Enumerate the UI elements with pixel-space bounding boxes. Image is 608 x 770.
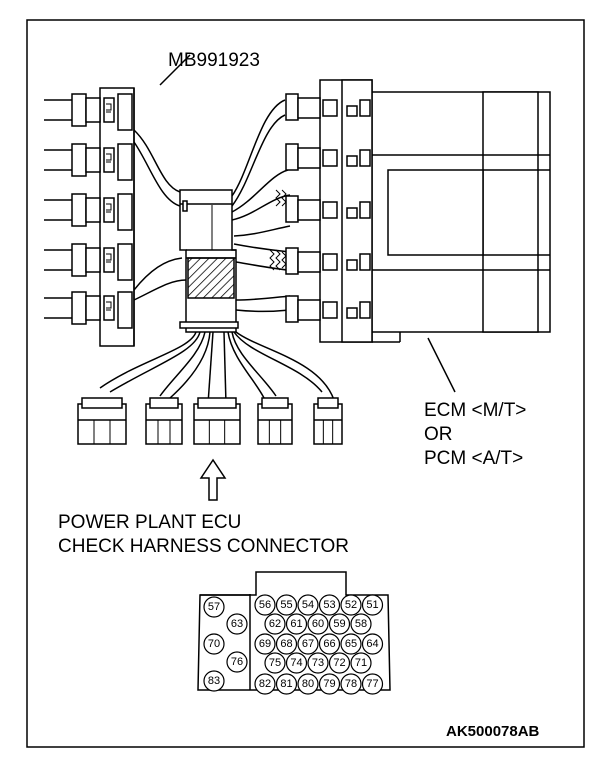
- pin-68: 68: [275, 633, 298, 655]
- pin-59: 59: [328, 613, 351, 635]
- svg-text:65: 65: [345, 638, 357, 650]
- pigtail-connectors: [77, 397, 343, 445]
- ecm-label-line1: ECM <M/T>: [424, 400, 526, 421]
- pin-82: 82: [254, 673, 276, 695]
- svg-text:83: 83: [208, 675, 220, 687]
- pin-61: 61: [285, 613, 308, 635]
- pin-79: 79: [318, 673, 341, 695]
- up-arrow-icon: [199, 458, 227, 501]
- pin-63: 63: [226, 613, 248, 635]
- svg-text:51: 51: [366, 599, 378, 611]
- svg-text:81: 81: [280, 678, 292, 690]
- svg-text:79: 79: [323, 678, 335, 690]
- pin-65: 65: [340, 633, 362, 655]
- harness-cables-right: [231, 99, 291, 313]
- pin-81: 81: [275, 673, 298, 695]
- pin-70: 70: [203, 633, 225, 655]
- pin-51: 51: [361, 594, 384, 616]
- figure-id-label: AK500078AB: [446, 723, 540, 740]
- svg-text:74: 74: [290, 657, 302, 669]
- svg-text:70: 70: [208, 638, 220, 650]
- pin-77: 77: [361, 673, 384, 695]
- pin-66: 66: [318, 633, 341, 655]
- pin-55: 55: [275, 594, 298, 616]
- harness-label-line2: CHECK HARNESS CONNECTOR: [58, 536, 349, 557]
- tool-code-label: MB991923: [168, 50, 260, 71]
- svg-text:64: 64: [366, 638, 378, 650]
- svg-text:62: 62: [269, 618, 281, 630]
- svg-text:75: 75: [269, 657, 281, 669]
- svg-text:58: 58: [355, 618, 367, 630]
- svg-text:73: 73: [312, 657, 324, 669]
- svg-text:78: 78: [345, 678, 357, 690]
- svg-text:77: 77: [366, 678, 378, 690]
- svg-text:54: 54: [302, 599, 314, 611]
- svg-text:52: 52: [345, 599, 357, 611]
- pin-64: 64: [361, 633, 384, 655]
- pigtail-cables: [99, 331, 335, 405]
- harness-cables-left: [133, 54, 191, 301]
- connector-face: 57 70 83 63 76 56 55 54 53 52 51 62 61 60 59 58 69 68 67 66…: [197, 571, 391, 695]
- pin-80: 80: [297, 673, 319, 695]
- svg-text:80: 80: [302, 678, 314, 690]
- svg-text:61: 61: [290, 618, 302, 630]
- pin-56: 56: [254, 594, 276, 616]
- ecm-label-line2: OR: [424, 424, 453, 445]
- svg-text:56: 56: [259, 599, 271, 611]
- svg-text:63: 63: [231, 618, 243, 630]
- svg-text:60: 60: [312, 618, 324, 630]
- pin-62: 62: [264, 613, 286, 635]
- pin-78: 78: [340, 673, 362, 695]
- pin-71: 71: [350, 652, 372, 674]
- pin-73: 73: [307, 652, 329, 674]
- pin-72: 72: [328, 652, 351, 674]
- ecm-label-line3: PCM <A/T>: [424, 448, 523, 469]
- left-connector-stack: [44, 87, 135, 347]
- pin-60: 60: [307, 613, 329, 635]
- svg-text:68: 68: [280, 638, 292, 650]
- harness-label-line1: POWER PLANT ECU: [58, 512, 241, 533]
- svg-text:67: 67: [302, 638, 314, 650]
- svg-text:59: 59: [333, 618, 345, 630]
- pin-75: 75: [264, 652, 286, 674]
- svg-text:72: 72: [333, 657, 345, 669]
- svg-text:69: 69: [259, 638, 271, 650]
- svg-text:82: 82: [259, 678, 271, 690]
- pin-69: 69: [254, 633, 276, 655]
- pin-76: 76: [226, 651, 248, 673]
- svg-text:76: 76: [231, 656, 243, 668]
- svg-text:71: 71: [355, 657, 367, 669]
- ecm-unit: [285, 79, 551, 393]
- pin-74: 74: [285, 652, 308, 674]
- harness-body: [179, 189, 239, 333]
- pin-83: 83: [203, 670, 225, 692]
- pin-53: 53: [318, 594, 341, 616]
- pin-57: 57: [203, 596, 225, 618]
- pin-58: 58: [350, 613, 372, 635]
- svg-text:55: 55: [280, 599, 292, 611]
- svg-text:66: 66: [323, 638, 335, 650]
- pin-52: 52: [340, 594, 362, 616]
- svg-text:57: 57: [208, 601, 220, 613]
- svg-text:53: 53: [323, 599, 335, 611]
- pin-54: 54: [297, 594, 319, 616]
- pin-67: 67: [297, 633, 319, 655]
